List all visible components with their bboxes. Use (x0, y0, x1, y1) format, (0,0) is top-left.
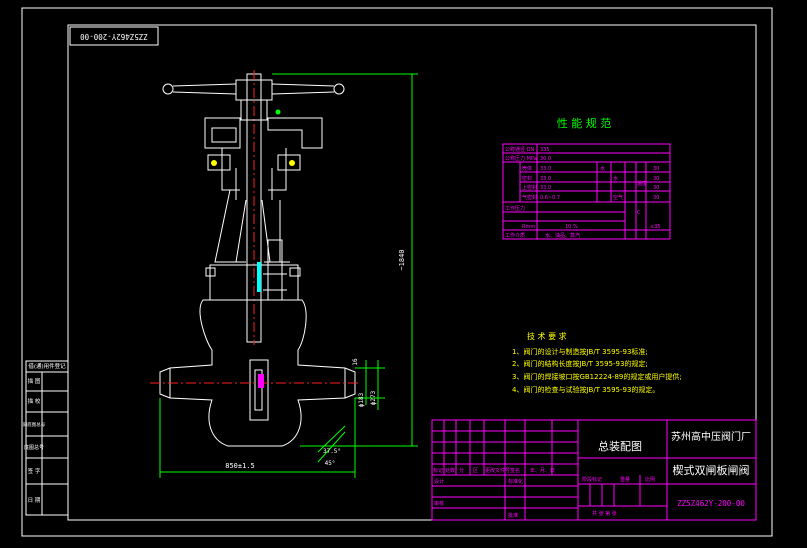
left-row-1: 描 图 (28, 377, 41, 385)
valve-drawing (150, 70, 360, 447)
stage-label: 阶段标记 (582, 476, 602, 483)
weight-label: 重量 (620, 476, 630, 483)
spec-label-3: 密封 (522, 175, 532, 182)
spec-label-1: 公称压力 MPa (505, 155, 537, 162)
tech-item-1: 2、阀门的结构长度按JB/T 3595-93的规定; (512, 359, 648, 368)
left-row-3: 旧底图总号 (23, 421, 46, 428)
tech-requirements: 技 术 要 求 1、阀门的设计与制造按JB/T 3595-93标准; 2、阀门的… (512, 331, 682, 394)
role-std: 标准化 (508, 478, 523, 485)
spec-value-8: 水、油品、蒸汽 (545, 232, 580, 239)
dim-a: ϕ183 (358, 392, 365, 407)
handwheel-left-knob (162, 83, 174, 95)
title-block (431, 419, 757, 521)
left-row-6: 日 期 (28, 497, 41, 504)
spec-side-label-4: 温度 (637, 180, 647, 187)
product-name: 楔式双闸板闸阀 (673, 463, 750, 477)
role-approve: 批准 (508, 512, 518, 519)
spec-side-value-2: 30 (653, 185, 659, 191)
drawing-number: ZZ5Z462Y-200-00 (677, 499, 745, 508)
company-name: 苏州高中压阀门厂 (671, 430, 751, 443)
left-row-2: 描 校 (28, 397, 41, 405)
hdr-4: 更改文件号 (485, 467, 510, 474)
hdr-5: 签名 (510, 467, 520, 474)
handwheel-right-knob (333, 83, 345, 95)
spec-side-value-0: 30 (653, 166, 659, 172)
spec-table (502, 143, 671, 240)
hdr-6: 年、月、日 (530, 467, 555, 474)
spec-side-value-1: 30 (653, 176, 659, 182)
dim-c: 16 (352, 358, 359, 366)
outer-frame (21, 7, 773, 537)
tech-item-2: 3、阀门的焊接坡口按GB12224-89的规定或用户提供; (512, 372, 682, 381)
spec-value-2: 33.0 (540, 166, 551, 172)
hdr-1: 处数 (445, 467, 455, 474)
role-design: 设计 (434, 478, 444, 485)
spec-value-0: 335 (540, 147, 550, 153)
spec-value-3: 33.0 (540, 176, 551, 182)
dim-height: ~1840 (398, 249, 406, 270)
left-row-5: 签 字 (28, 467, 41, 475)
hdr-2: 分 (459, 467, 464, 474)
dimension-lines (159, 73, 418, 478)
sheets-label: 共 张 第 张 (592, 510, 617, 517)
spec-value-7: 10.% (565, 224, 578, 230)
spec-label-4: 上密封 (522, 184, 537, 191)
spec-side-label-1: 水 (613, 175, 618, 182)
spec-table-title: 性 能 规 范 (557, 116, 612, 130)
left-row-0: 借(通)用件登记 (28, 362, 66, 370)
tech-item-3: 4、阀门的检查与试验按JB/T 3595-93的规定。 (512, 385, 659, 394)
rotated-code-box: ZZ5Z462Y-200-00 (69, 26, 159, 46)
title-block-text: 总装配图 苏州高中压阀门厂 楔式双闸板闸阀 ZZ5Z462Y-200-00 标记… (433, 430, 751, 519)
spec-side-label-3: 空气 (613, 194, 623, 201)
inner-frame (67, 24, 757, 521)
hdr-0: 标记 (433, 467, 443, 474)
spec-label-2: 壳体 (522, 165, 532, 172)
spec-label-8: 工作介质 (505, 232, 525, 239)
drawing-name: 总装配图 (598, 439, 642, 453)
spec-label-6: 工作压力 (505, 205, 525, 212)
spec-value-1: 30.0 (540, 156, 551, 162)
spec-table-text: 公称通径 DN 335 公称压力 MPa 30.0 壳体 33.0 密封 33.… (505, 146, 661, 239)
spec-label-0: 公称通径 DN (505, 146, 534, 153)
spec-side-value-4: ≤35 (650, 224, 661, 230)
dim-b: ϕ273 (370, 390, 377, 405)
spec-value-5: 0.6~0.7 (540, 195, 560, 201)
dim-angle2: 45° (325, 460, 336, 467)
spec-value-4: 33.0 (540, 185, 551, 191)
scale-label: 比例 (645, 476, 655, 483)
tech-item-0: 1、阀门的设计与制造按JB/T 3595-93标准; (512, 347, 648, 356)
dim-angle1: 37.5° (323, 448, 341, 455)
rotated-code-text: ZZ5Z462Y-200-00 (80, 32, 148, 41)
spec-side-value-3: 30 (653, 195, 659, 201)
spec-label-7: Rmm (522, 224, 535, 230)
dim-length: 850±1.5 (225, 462, 255, 470)
role-review: 审核 (434, 500, 444, 507)
left-row-4: 底图总号 (24, 444, 44, 451)
spec-side-label-5: C (637, 210, 641, 216)
spec-label-5: 气密封 (522, 194, 537, 201)
spec-side-label-0: 水 (600, 165, 605, 172)
hdr-3: 区 (473, 468, 478, 474)
left-record-table: 借(通)用件登记 描 图 描 校 旧底图总号 底图总号 签 字 日 期 (23, 360, 69, 516)
tech-title: 技 术 要 求 (527, 331, 567, 341)
